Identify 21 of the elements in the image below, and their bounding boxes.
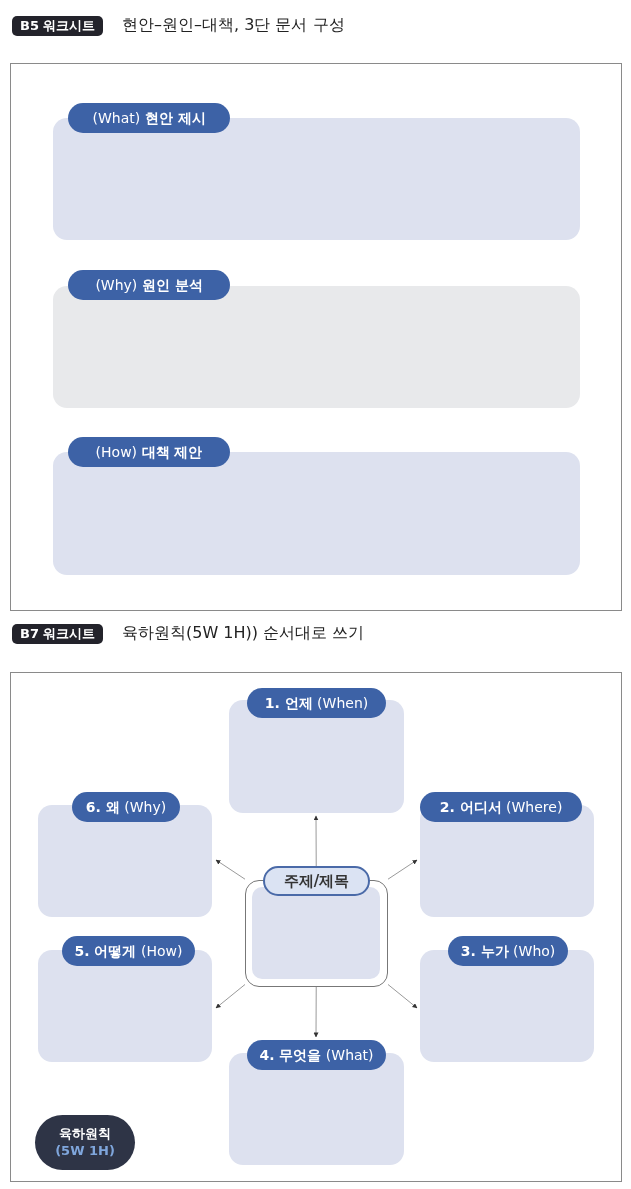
section-title: 현안–원인–대책, 3단 문서 구성: [122, 15, 345, 35]
arrow: [215, 859, 246, 880]
heading-tab: (What) 현안 제시: [68, 103, 230, 133]
arrow: [387, 984, 418, 1009]
heading-tab: 5. 어떻게 (How): [62, 936, 195, 966]
legend-badge: 육하원칙 (5W 1H): [35, 1115, 135, 1170]
worksheet-badge: B5 워크시트: [12, 16, 104, 36]
heading-tab: 주제/제목: [263, 866, 370, 896]
heading-tab: 3. 누가 (Who): [448, 936, 568, 966]
heading-tab: (Why) 원인 분석: [68, 270, 230, 300]
heading-tab: 2. 어디서 (Where): [420, 792, 582, 822]
worksheet-badge: B7 워크시트: [12, 624, 104, 644]
heading-tab: (How) 대책 제안: [68, 437, 230, 467]
arrow: [387, 859, 418, 880]
arrow: [215, 984, 246, 1009]
arrow: [313, 815, 319, 867]
heading-tab: 4. 무엇을 (What): [247, 1040, 386, 1070]
section-title: 육하원칙(5W 1H)) 순서대로 쓰기: [122, 623, 365, 643]
heading-tab: 6. 왜 (Why): [72, 792, 180, 822]
arrow: [313, 986, 319, 1038]
heading-tab: 1. 언제 (When): [247, 688, 386, 718]
